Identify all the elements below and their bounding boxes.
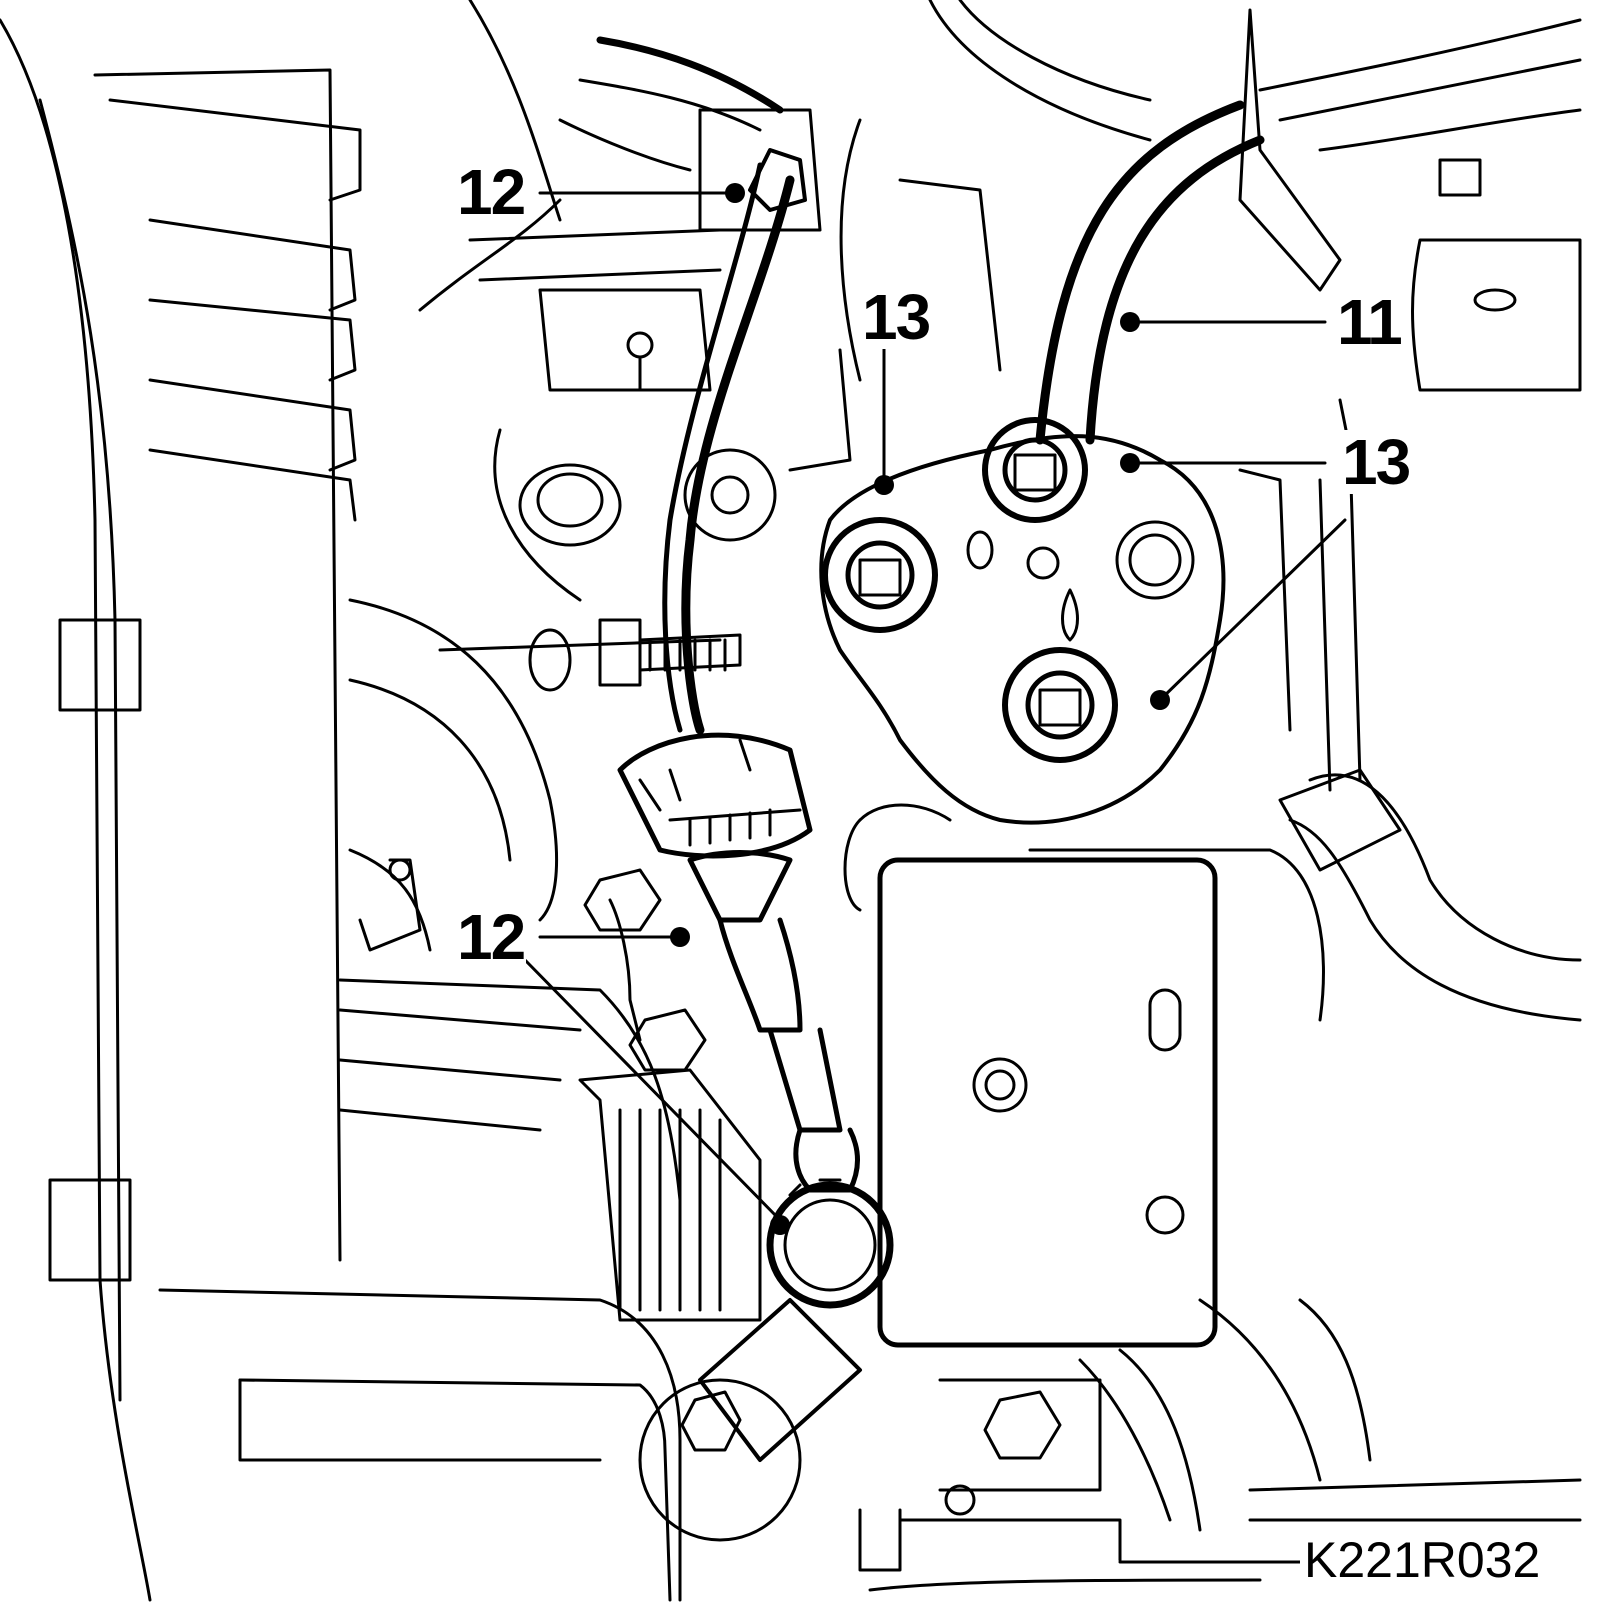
upper-right-harness (928, 0, 1582, 392)
callout-13-right: 13 (1340, 426, 1411, 498)
callout-13-upper: 13 (860, 281, 931, 353)
callout-11: 11 (1335, 286, 1403, 358)
upper-hoses (418, 0, 822, 392)
callout-12-lower: 12 (455, 901, 526, 973)
sensor-cable (617, 148, 894, 1309)
engine-block (338, 118, 1002, 1322)
left-fender-panel (0, 18, 682, 1602)
leader-lines (523, 191, 1347, 1222)
pipe-fitting-flange (819, 417, 1226, 825)
refrigerant-pipes (1035, 100, 1265, 445)
lower-bracket-assembly (638, 1298, 1582, 1592)
lower-cover-plate (843, 803, 1325, 1348)
callout-12-upper: 12 (455, 156, 526, 228)
leader-dots (670, 183, 1170, 1235)
figure-reference-code: K221R032 (1300, 1535, 1545, 1585)
